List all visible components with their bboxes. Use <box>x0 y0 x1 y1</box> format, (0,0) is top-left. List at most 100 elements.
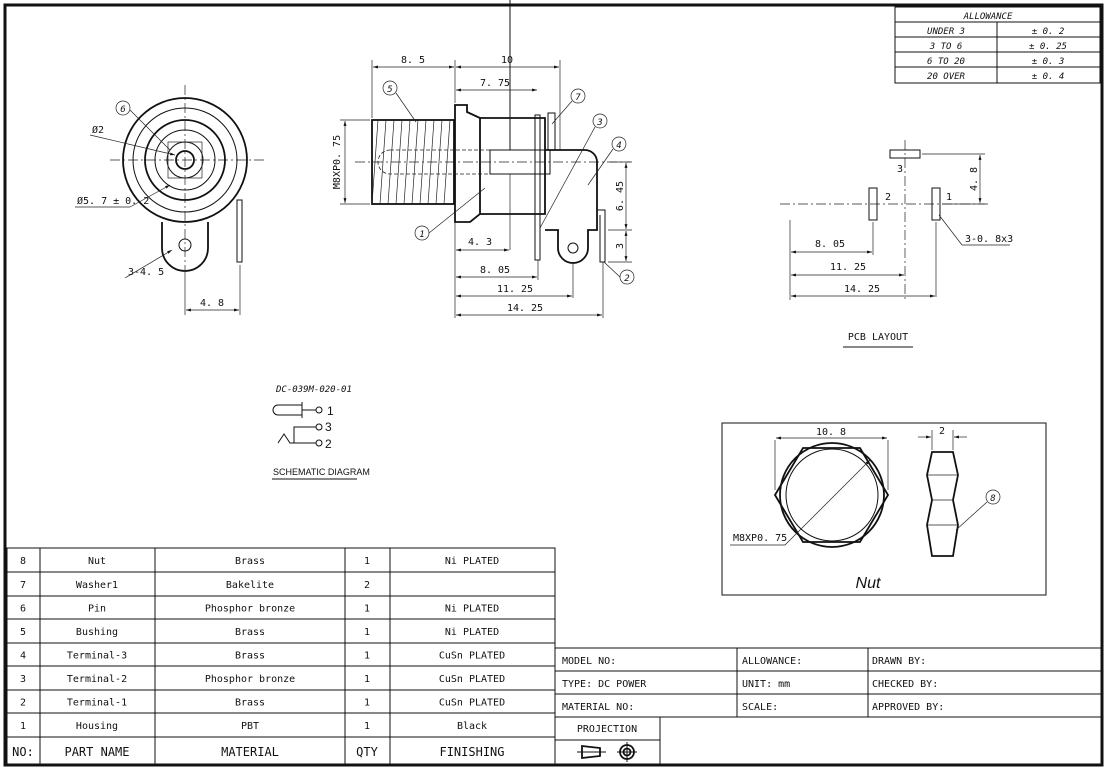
dim-11-25: 11. 25 <box>497 284 533 295</box>
dim-14-25: 14. 25 <box>507 303 543 314</box>
part-code: DC-039M-020-01 <box>275 385 352 395</box>
header-qty: QTY <box>356 745 378 759</box>
front-view: Ø2 Ø5. 7 ± 0. 2 3-4. 5 4. 8 6 <box>75 85 265 315</box>
balloon-6: 6 <box>120 105 125 115</box>
title-block: MODEL NO: TYPE: DC POWER MATERIAL NO: AL… <box>554 647 1103 766</box>
pcb-hole-size: 3-0. 8x3 <box>965 234 1013 245</box>
cell-qty: 1 <box>364 604 370 615</box>
pcb-dim-4-8: 4. 8 <box>969 167 980 191</box>
cell-finishing: Black <box>457 721 487 732</box>
cell-no: 5 <box>20 627 26 638</box>
dim-3: 3 <box>615 243 626 249</box>
allowance-tol: ± 0. 3 <box>1032 57 1065 67</box>
allowance-label: ALLOWANCE: <box>742 656 802 667</box>
cell-material: Phosphor bronze <box>205 674 295 685</box>
scale-label: SCALE: <box>742 702 778 713</box>
side-view: 8. 5 10 7. 75 4. 3 8. 05 11. 25 14. 25 6… <box>332 0 635 318</box>
cell-material: Brass <box>235 698 265 709</box>
allowance-range: 6 TO 20 <box>927 57 965 67</box>
pad-label-1: 1 <box>946 192 952 203</box>
pad-label-2: 2 <box>885 192 891 203</box>
thread-spec: M8XP0. 75 <box>332 135 343 189</box>
allowance-range: 20 OVER <box>927 72 966 82</box>
cell-finishing: CuSn PLATED <box>439 651 505 662</box>
cell-name: Terminal-1 <box>67 698 127 709</box>
cell-material: Phosphor bronze <box>205 604 295 615</box>
cell-qty: 1 <box>364 556 370 567</box>
cell-finishing: CuSn PLATED <box>439 698 505 709</box>
cell-no: 8 <box>20 556 26 567</box>
nut-view: 10. 8 M8XP0. 75 2 8 Nut <box>721 422 1047 596</box>
type-label: TYPE: DC POWER <box>562 679 647 690</box>
table-row: 5 Bushing Brass 1 Ni PLATED <box>20 627 499 638</box>
dim-7-75: 7. 75 <box>480 78 510 89</box>
dim-pin-diameter: Ø2 <box>92 124 104 136</box>
cell-qty: 1 <box>364 698 370 709</box>
allowance-range: 3 TO 6 <box>929 42 963 52</box>
allowance-tol: ± 0. 25 <box>1029 42 1067 52</box>
header-material: MATERIAL <box>221 745 279 759</box>
checked-by-label: CHECKED BY: <box>872 679 938 690</box>
cell-name: Terminal-3 <box>67 651 127 662</box>
cell-no: 7 <box>20 580 26 591</box>
projection-symbol-icon <box>577 742 637 762</box>
dim-4-3: 4. 3 <box>468 237 492 248</box>
balloon-3: 3 <box>596 118 602 128</box>
nut-dim-thickness: 2 <box>939 426 945 437</box>
cell-qty: 1 <box>364 674 370 685</box>
balloon-5: 5 <box>387 85 392 95</box>
cell-no: 1 <box>20 721 26 732</box>
table-row: 3 Terminal-2 Phosphor bronze 1 CuSn PLATED <box>20 674 505 685</box>
header-finishing: FINISHING <box>439 745 504 759</box>
pin-3: 3 <box>325 420 332 434</box>
cell-finishing: CuSn PLATED <box>439 674 505 685</box>
cell-finishing: Ni PLATED <box>445 627 499 638</box>
dim-tab: 3-4. 5 <box>128 267 164 278</box>
pcb-layout-title: PCB LAYOUT <box>848 332 908 343</box>
cell-name: Housing <box>76 721 118 732</box>
allowance-tol: ± 0. 2 <box>1032 27 1065 37</box>
header-no: NO: <box>12 745 34 759</box>
balloon-2: 2 <box>624 274 629 284</box>
allowance-title: ALLOWANCE <box>963 12 1013 22</box>
cell-no: 3 <box>20 674 26 685</box>
cell-no: 4 <box>20 651 26 662</box>
pcb-dim-8-05: 8. 05 <box>815 239 845 250</box>
header-part-name: PART NAME <box>64 745 129 759</box>
cell-name: Terminal-2 <box>67 674 127 685</box>
dim-outer-diameter: Ø5. 7 ± 0. 2 <box>77 195 149 207</box>
nut-label: Nut <box>856 575 881 592</box>
nut-thread: M8XP0. 75 <box>733 533 787 544</box>
cell-material: Bakelite <box>226 580 274 591</box>
model-no-label: MODEL NO: <box>562 656 616 667</box>
balloon-8: 8 <box>990 494 995 504</box>
allowance-table: ALLOWANCE UNDER 3 ± 0. 2 3 TO 6 ± 0. 25 … <box>894 6 1101 84</box>
cell-material: Brass <box>235 556 265 567</box>
pcb-layout: 2 1 3 8. 05 11. 25 14. 25 4. 8 3-0. 8x3 … <box>780 140 1013 348</box>
nut-dim-width: 10. 8 <box>816 427 846 438</box>
balloon-4: 4 <box>616 141 621 151</box>
projection-label: PROJECTION <box>577 724 637 735</box>
cell-qty: 2 <box>364 580 370 591</box>
balloon-1: 1 <box>419 230 424 240</box>
pin-2: 2 <box>325 437 332 451</box>
cell-name: Pin <box>88 604 106 615</box>
cell-material: Brass <box>235 627 265 638</box>
cell-material: Brass <box>235 651 265 662</box>
unit-label: UNIT: mm <box>742 679 790 690</box>
schematic-title: SCHEMATIC DIAGRAM <box>273 467 370 477</box>
schematic-diagram: DC-039M-020-01 1 3 2 SCHEMATIC DIAGRAM <box>272 385 370 480</box>
balloon-7: 7 <box>575 93 581 103</box>
pcb-dim-11-25: 11. 25 <box>830 262 866 273</box>
dim-thread-length: 8. 5 <box>401 55 425 66</box>
pcb-dim-14-25: 14. 25 <box>844 284 880 295</box>
cell-no: 6 <box>20 604 26 615</box>
cell-qty: 1 <box>364 627 370 638</box>
cell-name: Bushing <box>76 627 118 638</box>
drawn-by-label: DRAWN BY: <box>872 656 926 667</box>
dim-6-45: 6. 45 <box>615 181 626 211</box>
